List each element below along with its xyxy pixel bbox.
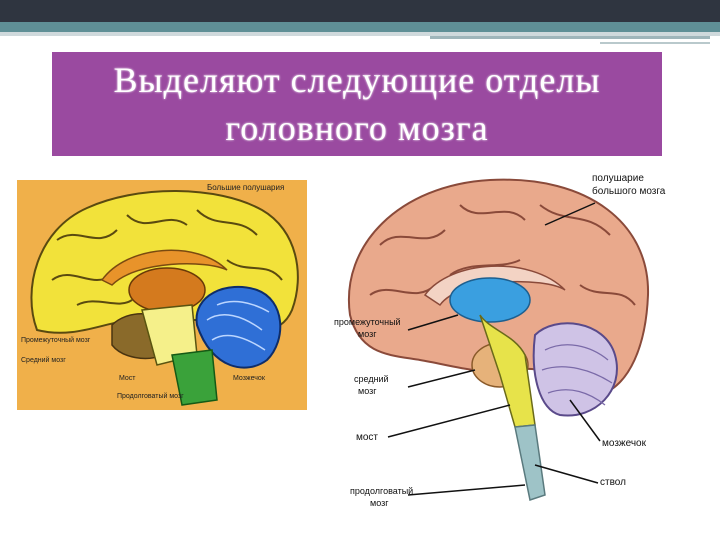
pointer-lines	[387, 202, 601, 496]
cerebellum-folia	[541, 344, 613, 406]
label-midbrain-line1: средний	[354, 374, 389, 384]
corpus-callosum	[100, 249, 228, 286]
label-hemisphere-line2: большого мозга	[592, 185, 666, 197]
cerebellum-folia	[206, 300, 270, 351]
label-pons-right: мост	[356, 432, 378, 443]
label-medulla-line1: продолговатый	[350, 486, 413, 496]
medulla-shape	[171, 349, 218, 406]
label-midbrain-line2: мозг	[358, 386, 377, 396]
label-diencephalon-line2: мозг	[358, 329, 377, 339]
medulla-shape	[514, 424, 546, 501]
label-hemispheres: Большие полушария	[207, 183, 284, 192]
top-bar	[0, 0, 720, 22]
brain-diagram-left: Большие полушария Промежуточный мозг Сре…	[17, 180, 307, 410]
diencephalon-shape	[128, 267, 206, 313]
label-diencephalon-line1: промежуточный	[334, 317, 401, 327]
accent-line	[600, 42, 710, 44]
label-medulla-left: Продолговатый мозг	[117, 392, 184, 400]
brain-diagram-right: полушарие большого мозга промежуточный м…	[330, 165, 698, 520]
label-hemisphere-line1: полушарие	[592, 173, 644, 184]
diencephalon-shape	[449, 277, 531, 323]
gyri-lines	[51, 209, 283, 306]
label-pons-left: Мост	[119, 375, 136, 382]
accent-line	[0, 32, 720, 36]
label-medulla-line2: мозг	[370, 498, 389, 508]
accent-line	[430, 36, 710, 39]
label-midbrain-left: Средний мозг	[21, 356, 66, 364]
label-cerebellum-left: Мозжечок	[233, 375, 266, 382]
top-stripe	[0, 22, 720, 32]
title-banner: Выделяют следующие отделы головного мозг…	[52, 52, 662, 156]
label-diencephalon-left: Промежуточный мозг	[21, 336, 91, 344]
gyri-lines	[369, 204, 636, 306]
label-stem: ствол	[600, 477, 626, 488]
label-cerebellum-right: мозжечок	[602, 438, 647, 449]
slide-title: Выделяют следующие отделы головного мозг…	[113, 60, 601, 148]
